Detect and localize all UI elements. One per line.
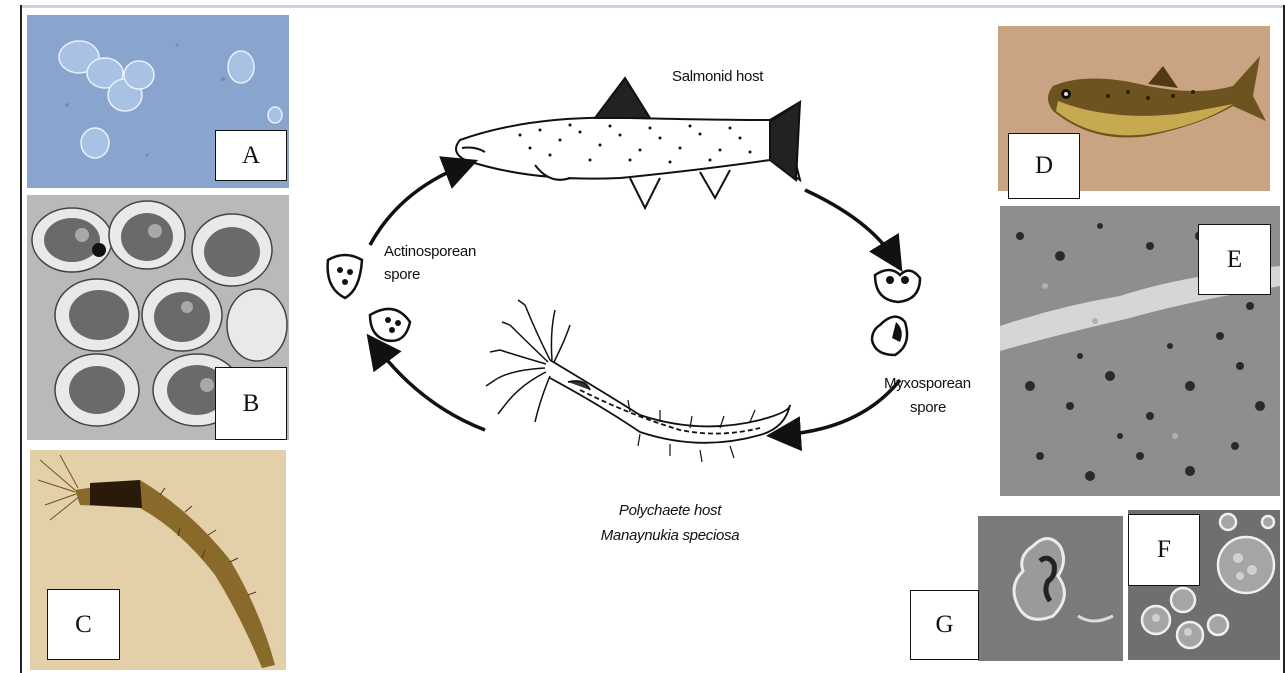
panel-label-d: D [1008,133,1080,199]
panel-label-a: A [215,130,287,181]
salmonid-fish-drawing [456,78,800,208]
polychaete-worm-drawing [486,300,790,462]
label-polychaete-line2: Manaynukia speciosa [560,525,780,546]
label-myxosporean-line1: Myxosporean [884,373,971,394]
arrow-worm-to-actinospore [375,345,485,430]
panel-label-c: C [47,589,120,660]
label-actinosporean-line2: spore [384,264,420,285]
frame-left-line [20,5,22,673]
arrow-myxospore-to-worm [780,380,900,435]
label-actinosporean-line1: Actinosporean [384,241,476,262]
panel-label-f: F [1128,514,1200,586]
frame-top-line [20,5,1285,8]
panel-label-b: B [215,367,287,440]
label-polychaete-line1: Polychaete host [560,500,780,521]
panel-label-e: E [1198,224,1271,295]
panel-label-g: G [910,590,979,660]
label-salmonid-host: Salmonid host [672,66,763,87]
arrow-spore-to-fish [370,165,465,245]
arrow-fish-to-myxospore [805,190,895,260]
myxosporean-spore-drawing [872,270,920,355]
label-myxosporean-line2: spore [910,397,946,418]
